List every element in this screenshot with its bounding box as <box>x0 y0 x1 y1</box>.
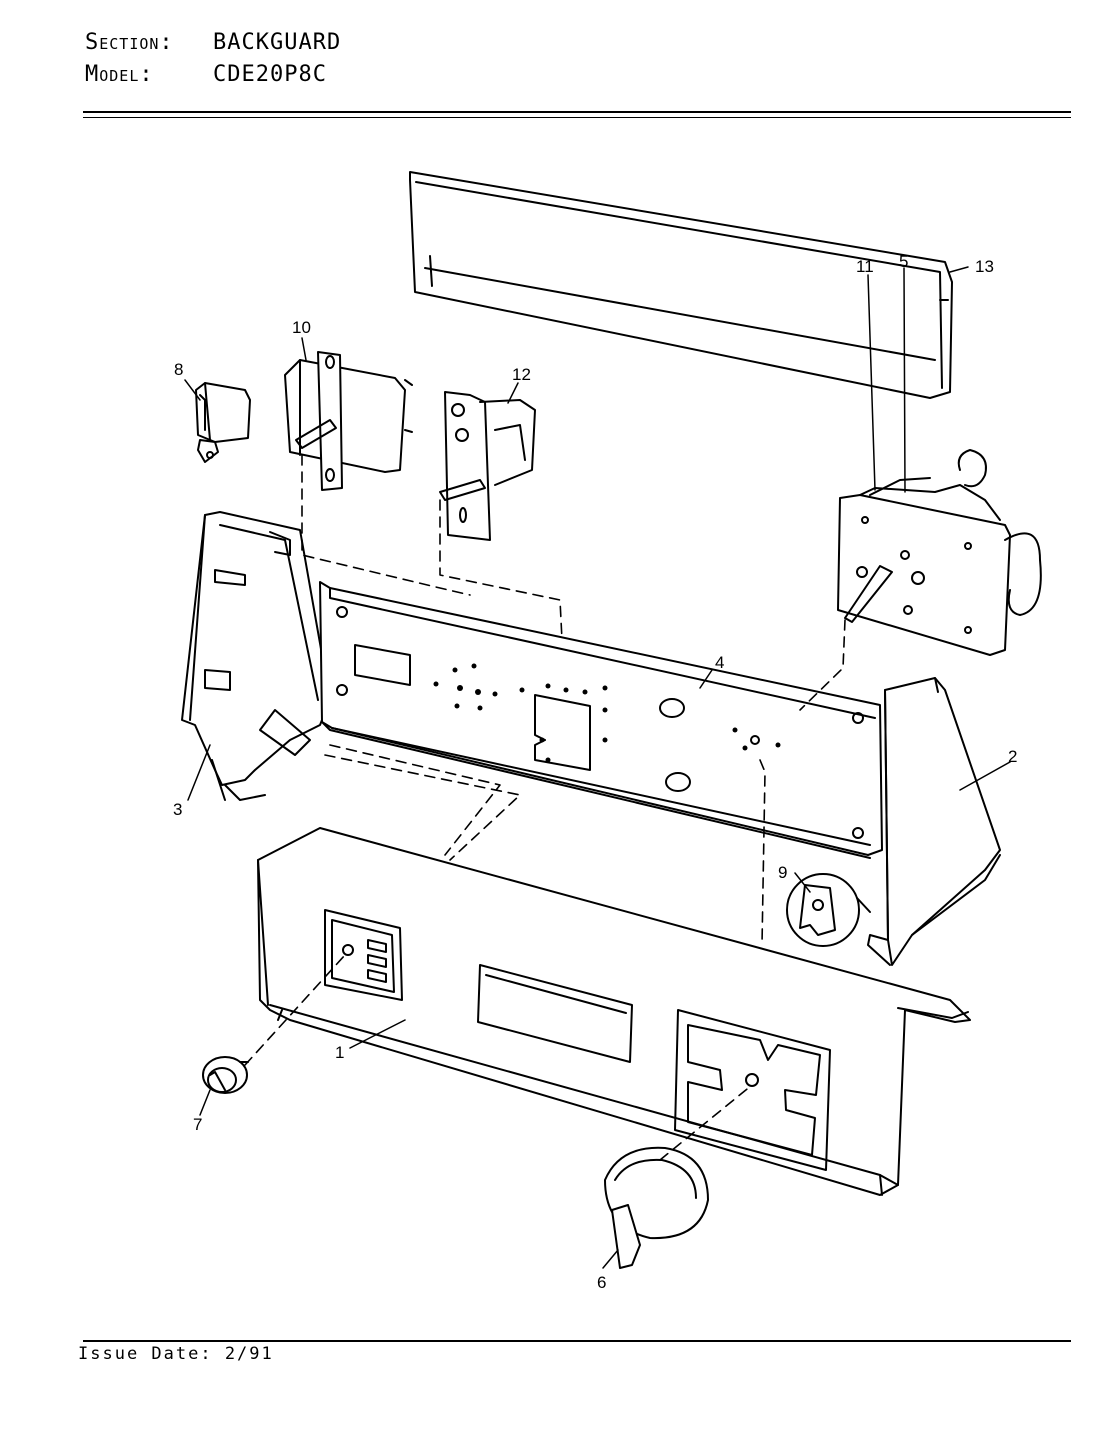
part-1-console <box>257 827 971 1196</box>
header-rule-bottom <box>83 117 1071 118</box>
part-13-rear-cover <box>409 171 953 399</box>
callout-10: 10 <box>292 318 311 337</box>
part-2-right-bracket <box>867 677 1001 966</box>
part-5-timer <box>837 449 1042 656</box>
callout-8: 8 <box>174 360 183 379</box>
callout-9: 9 <box>778 863 787 882</box>
header-rule-top <box>83 111 1071 113</box>
callout-5: 5 <box>899 252 908 271</box>
part-8-switch <box>195 382 251 463</box>
callout-2: 2 <box>1008 747 1017 766</box>
callout-4: 4 <box>715 653 724 672</box>
callout-7: 7 <box>193 1115 202 1134</box>
callout-13: 13 <box>975 257 994 276</box>
part-6-knob <box>604 1146 709 1269</box>
part-9-clip <box>786 873 871 947</box>
section-row: Section: BACKGUARD <box>85 30 341 55</box>
dashed-alignment-lines <box>244 454 846 1161</box>
part-4-control-panel <box>319 581 883 859</box>
model-label: Model: <box>85 62 154 87</box>
callout-11: 11 <box>856 257 874 276</box>
issue-date: Issue Date: 2/91 <box>78 1344 274 1364</box>
section-value: BACKGUARD <box>213 30 342 55</box>
callout-6: 6 <box>597 1273 606 1292</box>
leader-lines <box>184 266 1011 1269</box>
part-7-knob <box>202 1056 249 1094</box>
model-row: Model: CDE20P8C <box>85 62 327 87</box>
footer-rule <box>83 1340 1071 1342</box>
part-12-relay <box>439 391 536 541</box>
callout-1: 1 <box>335 1043 344 1062</box>
callout-3: 3 <box>173 800 182 819</box>
part-3-left-bracket <box>181 511 331 801</box>
part-10-switch <box>284 351 413 491</box>
callout-12: 12 <box>512 365 531 384</box>
model-value: CDE20P8C <box>213 62 327 87</box>
part-11-wire <box>869 477 931 496</box>
section-label: Section: <box>85 30 174 55</box>
